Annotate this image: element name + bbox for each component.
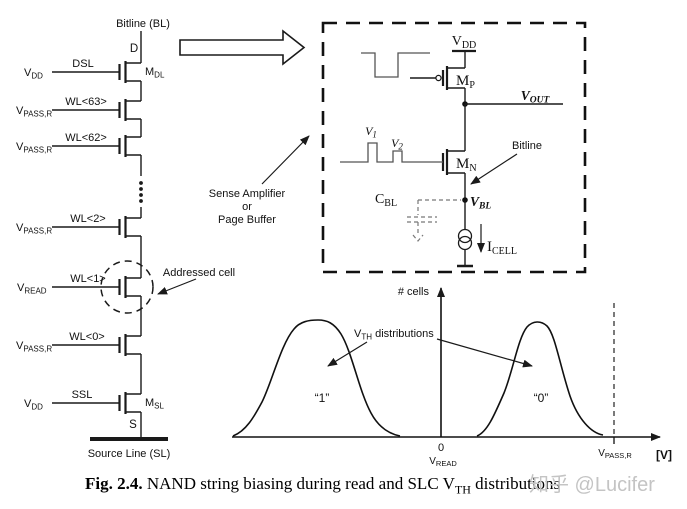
source-label: S [129, 419, 137, 431]
block-arrow-icon [179, 29, 306, 66]
current-source-icon [457, 228, 473, 251]
vbl-label: VBL [470, 194, 491, 212]
bias-label: VPASS,R [16, 340, 52, 354]
bias-label: VPASS,R [16, 222, 52, 236]
gate-label: WL<62> [65, 132, 107, 144]
gate-label: WL<0> [69, 331, 104, 343]
gate-label: WL<1> [70, 273, 105, 285]
dashed-box-border [321, 21, 587, 274]
gate-label: SSL [72, 389, 93, 401]
gate-label: DSL [72, 58, 93, 70]
transistor-msl: VDD SSL MSL [24, 389, 165, 414]
watermark: 知乎 @Lucifer [529, 474, 655, 496]
mp-label: MP [456, 73, 475, 91]
state-one-label: “1” [315, 391, 330, 405]
v1-label: V1 [365, 124, 377, 140]
mn-wires [447, 104, 466, 229]
bias-label: VREAD [17, 282, 47, 296]
addressed-cell-arrow [157, 278, 197, 295]
transistor-mdl: VDD DSL MDL [24, 58, 165, 83]
transistor-name: MSL [145, 397, 165, 411]
distribution-curve-0 [476, 321, 604, 437]
transistor-wl1-addressed: VREAD WL<1> [17, 260, 154, 314]
transistor-wl63: VPASS,R WL<63> [16, 96, 141, 121]
pointer-line2: or [242, 201, 252, 213]
mn-label: MN [456, 156, 477, 174]
gate-label: WL<63> [65, 96, 107, 108]
vpass-tick-label: VPASS,R [598, 448, 632, 460]
figure-caption: Fig. 2.4. NAND string biasing during rea… [85, 474, 560, 497]
vout-label: VOUT [521, 88, 551, 106]
transistor-wl62: VPASS,R WL<62> [16, 132, 141, 157]
pointer-arrow [261, 135, 310, 185]
cbl-dashed-capacitor-icon [407, 199, 461, 242]
distribution-curve-1 [232, 319, 401, 437]
caption-text: NAND string biasing during read and SLC … [142, 474, 455, 493]
annotation-arrow-right [436, 338, 533, 368]
sense-amp-box: VDD MP VOUT MN V1 V2 Bitline CBL VBL [321, 21, 587, 274]
origin-label: 0 [438, 442, 444, 454]
transistor-wl0: VPASS,R WL<0> [16, 331, 141, 356]
bias-label: VDD [24, 398, 43, 412]
state-zero-label: “0” [534, 391, 549, 405]
pointer-line3: Page Buffer [218, 214, 276, 226]
vbl-node [462, 197, 468, 203]
addressed-cell-circle [100, 260, 154, 314]
pointer-line1: Sense Amplifier [209, 188, 286, 200]
y-axis-label: # cells [398, 286, 430, 298]
vread-tick-label: VREAD [429, 456, 457, 468]
transistor-name: MDL [145, 66, 165, 80]
bitline-bl-label: Bitline (BL) [116, 18, 170, 30]
bias-label: VPASS,R [16, 141, 52, 155]
gate-label: WL<2> [70, 213, 105, 225]
mn-bars [441, 149, 449, 175]
mp-wires [410, 51, 466, 104]
vth-distribution-plot: # cells “1” “0” VTH distributions 0 VREA… [232, 286, 672, 468]
mn-gate-pulse-waveform [340, 142, 443, 163]
icell-label: ICELL [487, 239, 517, 257]
drain-label: D [130, 43, 138, 55]
bias-label: VDD [24, 67, 43, 81]
nand-string-schematic: Bitline (BL) D VDD DSL MDL VPASS,R WL<63… [16, 18, 235, 460]
caption-subscript: TH [454, 482, 471, 497]
source-line-label: Source Line (SL) [88, 448, 171, 460]
mp-gate-pulse-waveform [361, 52, 430, 78]
vth-distributions-label: VTH distributions [354, 328, 434, 342]
sense-amp-pointer: Sense Amplifier or Page Buffer [209, 135, 310, 226]
caption-text-rest: distributions [470, 474, 561, 493]
transistor-wl2: VPASS,R WL<2> [16, 213, 141, 238]
x-axis-unit-label: [V] [656, 448, 672, 462]
caption-fig-number: Fig. 2.4. [85, 474, 143, 493]
v2-label: V2 [391, 136, 403, 152]
addressed-cell-label: Addressed cell [163, 267, 235, 279]
pmos-bubble-icon [435, 74, 442, 82]
cbl-label: CBL [375, 192, 397, 209]
vdd-label: VDD [452, 34, 477, 51]
mp-bars [441, 66, 449, 90]
annotation-arrow-left [327, 341, 368, 367]
ellipsis-dots [139, 181, 143, 203]
bitline-callout-arrow [470, 153, 518, 185]
bias-label: VPASS,R [16, 105, 52, 119]
bitline-callout-label: Bitline [512, 140, 542, 152]
